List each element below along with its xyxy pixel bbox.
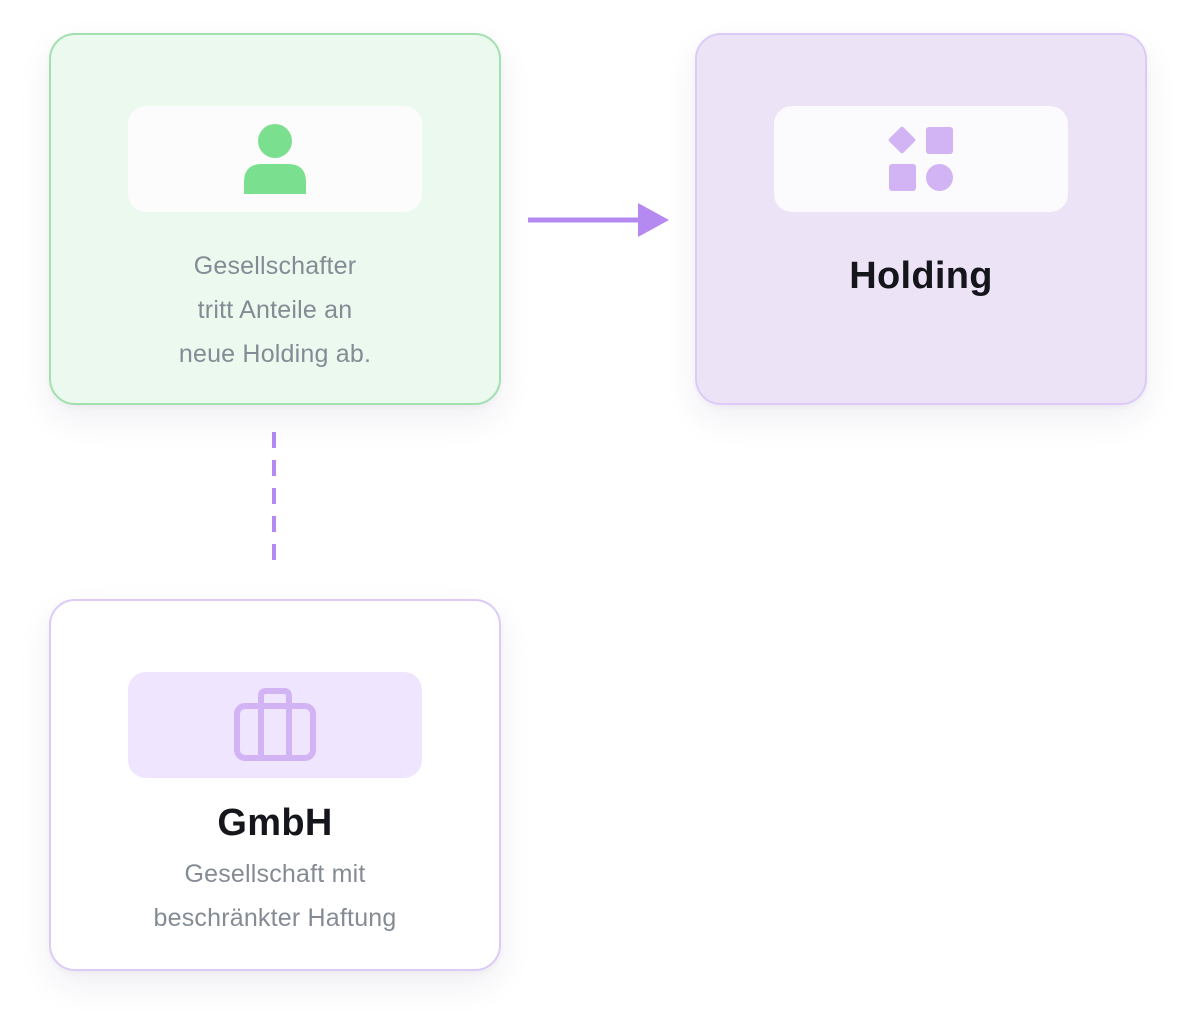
person-icon (244, 124, 306, 194)
shareholder-icon-box (128, 106, 422, 212)
shareholder-description-line: neue Holding ab. (178, 340, 372, 368)
shapes-icon (888, 126, 953, 191)
holding-title: Holding (849, 255, 993, 297)
transfer-arrow-head (638, 203, 669, 237)
shareholder-description-line: tritt Anteile an (197, 296, 353, 324)
gmbh-description-line: beschränkter Haftung (153, 904, 397, 932)
gmbh-card: GmbH Gesellschaft mit beschränkter Haftu… (49, 599, 501, 971)
holding-card: Holding (695, 33, 1147, 405)
gmbh-icon-box (128, 672, 422, 778)
gmbh-description: Gesellschaft mit beschränkter Haftung (51, 852, 499, 940)
gmbh-description-line: Gesellschaft mit (184, 860, 366, 888)
shareholder-description: Gesellschafter tritt Anteile an neue Hol… (51, 244, 499, 376)
gmbh-title: GmbH (217, 802, 333, 844)
shareholder-description-line: Gesellschafter (193, 252, 357, 280)
briefcase-icon (234, 688, 316, 761)
shareholder-card: Gesellschafter tritt Anteile an neue Hol… (49, 33, 501, 405)
holding-icon-box (774, 106, 1068, 212)
